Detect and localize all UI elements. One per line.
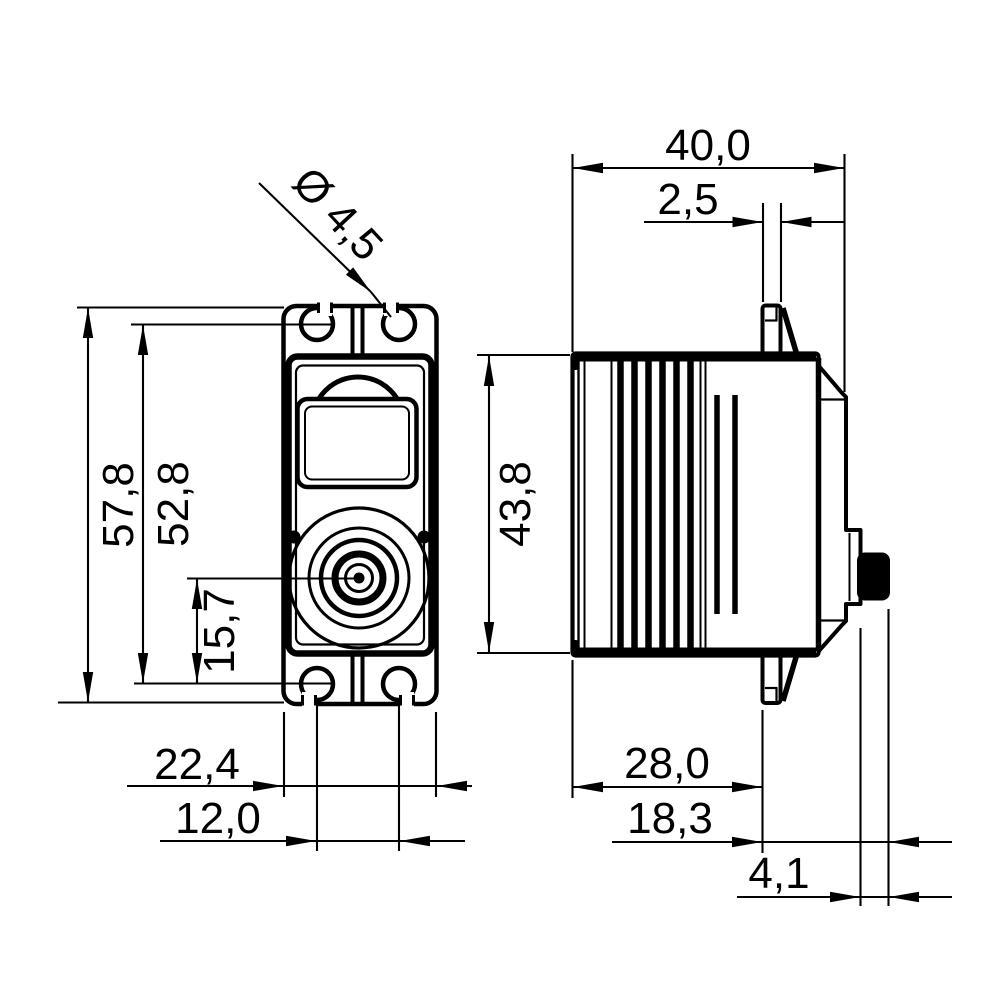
dim-label-hole-spacing-length: 52,8 <box>149 461 198 547</box>
case-screw-left <box>287 530 301 544</box>
front-view <box>281 301 439 707</box>
dimension-case-length: 57,8 <box>58 306 284 704</box>
dimension-case-width: 22,4 <box>127 712 472 797</box>
dim-label-total-depth: 40,0 <box>665 121 751 170</box>
case-screw-right <box>417 530 431 544</box>
dimension-case-height: 43,8 <box>477 353 570 655</box>
dim-label-flange-to-shaft-tip: 18,3 <box>627 794 713 843</box>
label-plate-inner <box>304 405 410 481</box>
mount-hole-bottom-right <box>380 665 418 707</box>
tab-ribs <box>350 307 365 703</box>
dimension-hole-diameter: Ø 4,5 <box>258 158 392 318</box>
dim-label-hole-diameter: Ø 4,5 <box>283 158 392 270</box>
dim-label-case-height: 43,8 <box>491 461 540 547</box>
rear-screw-bottom <box>571 640 579 653</box>
servo-body-inner-line <box>294 364 426 646</box>
dimension-hole-spacing-width: 12,0 <box>160 701 465 851</box>
dimension-depth-to-flange: 28,0 <box>571 660 764 853</box>
dimension-total-depth: 40,0 <box>571 121 846 392</box>
dim-label-case-width: 22,4 <box>154 740 240 789</box>
dim-label-case-length: 57,8 <box>94 462 143 548</box>
dim-label-hole-spacing-width: 12,0 <box>175 794 261 843</box>
dim-label-depth-to-flange: 28,0 <box>624 739 710 788</box>
label-plate <box>295 396 419 490</box>
servo-body-side <box>570 351 821 658</box>
flange-tab-bottom <box>760 650 800 705</box>
dimension-flange-to-shaft-tip: 18,3 <box>612 609 952 906</box>
dim-label-shaft-offset: 15,7 <box>195 588 244 674</box>
mount-hole-top-right <box>380 301 418 343</box>
end-cap <box>816 363 863 654</box>
side-view <box>570 303 890 705</box>
dim-label-spline-length: 4,1 <box>748 849 809 898</box>
spline-shaft <box>857 552 890 601</box>
dimension-shaft-offset: 15,7 <box>187 577 359 683</box>
dimension-spline-length: 4,1 <box>737 849 952 903</box>
flange-tab-top <box>760 303 800 360</box>
dim-label-flange-thickness: 2,5 <box>657 175 718 224</box>
dimension-flange-thickness: 2,5 <box>644 175 845 302</box>
dimension-hole-spacing-length: 52,8 <box>131 323 333 685</box>
rear-screw-top <box>571 357 579 370</box>
cooling-fins <box>610 355 707 651</box>
